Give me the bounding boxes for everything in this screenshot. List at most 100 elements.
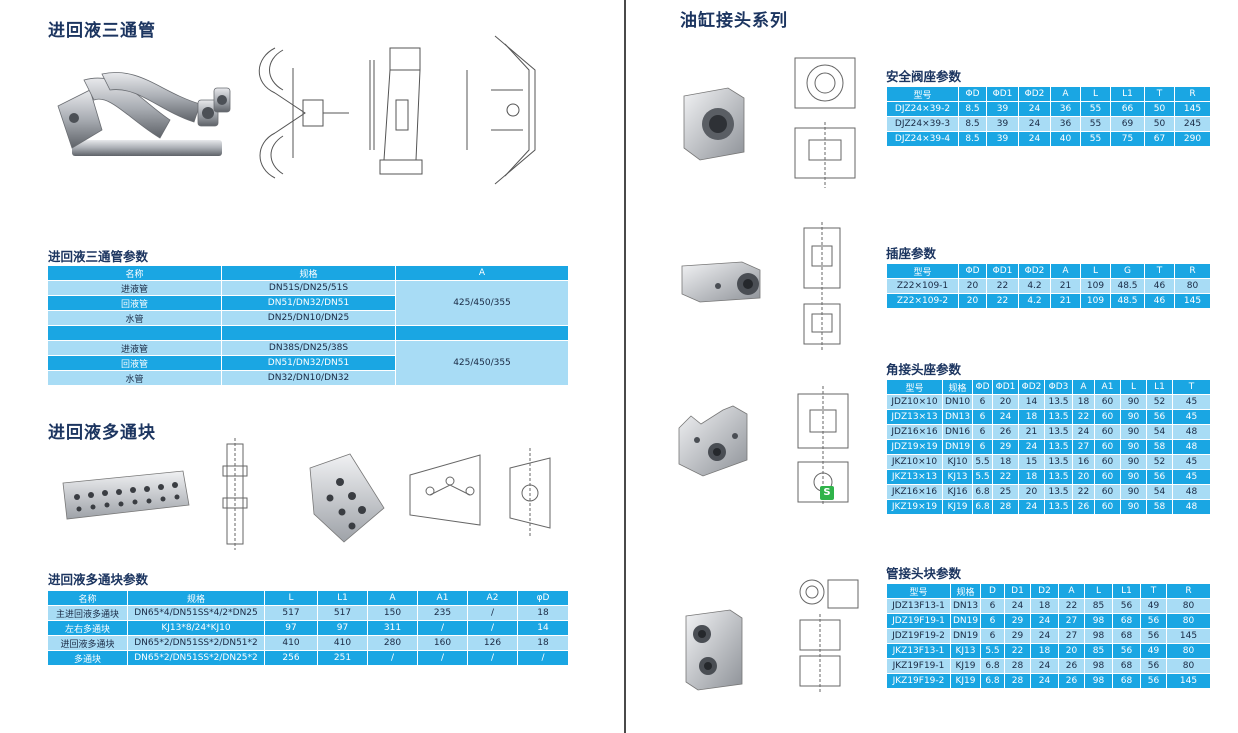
table-header-cell: T xyxy=(1144,86,1175,102)
table-cell: 22 xyxy=(1072,484,1095,500)
table-cell: 5.5 xyxy=(972,454,993,470)
table-header-cell: L xyxy=(1120,379,1147,395)
table-header-cell: D2 xyxy=(1030,583,1059,599)
table-cell: 97 xyxy=(264,620,318,636)
table-cell: 150 xyxy=(367,605,418,621)
table-header-cell: L1 xyxy=(1110,86,1145,102)
table-cell: 8.5 xyxy=(958,131,987,147)
table-header-cell: A xyxy=(1072,379,1095,395)
table-header-cell: D1 xyxy=(1004,583,1031,599)
table-cell: DN65*2/DN51SS*2/DN51*2 xyxy=(127,635,265,651)
table-cell: 60 xyxy=(1094,499,1121,515)
table-cell: DN13 xyxy=(942,409,973,425)
table-cell: 58 xyxy=(1146,499,1173,515)
table-cell: 80 xyxy=(1166,613,1211,629)
table-cell: / xyxy=(467,650,518,666)
table-cell: JKZ19F19-1 xyxy=(886,658,951,674)
table-cell: 18 xyxy=(1018,469,1045,485)
table-cell: 24 xyxy=(1018,131,1051,147)
table-header-cell: ΦD2 xyxy=(1018,86,1051,102)
table-cell: 13.5 xyxy=(1044,439,1073,455)
angled-block-drawing-1 xyxy=(409,454,481,526)
tee-pipe-photo xyxy=(57,72,231,156)
table-cell: 15 xyxy=(1018,454,1045,470)
table-cell: 40 xyxy=(1050,131,1081,147)
table-cell: 55 xyxy=(1080,101,1111,117)
table-cell: 左右多通块 xyxy=(47,620,128,636)
table-header-cell: L xyxy=(1080,263,1111,279)
table-cell: JDZ13F13-1 xyxy=(886,598,951,614)
table-cell: 68 xyxy=(1112,658,1141,674)
table-header-cell: A xyxy=(1050,263,1081,279)
table-header-cell: 规格 xyxy=(950,583,981,599)
table-cell: 67 xyxy=(1144,131,1175,147)
table-cell: 5.5 xyxy=(980,643,1005,659)
table-cell: 20 xyxy=(1072,469,1095,485)
table-cell: 45 xyxy=(1172,469,1211,485)
table-cell: JDZ19F19-1 xyxy=(886,613,951,629)
socket-param-title: 插座参数 xyxy=(886,246,937,261)
table-cell: KJ13 xyxy=(942,469,973,485)
table-cell: JDZ13×13 xyxy=(886,409,943,425)
table-cell: 18 xyxy=(517,605,569,621)
table-cell: 22 xyxy=(1058,598,1085,614)
table-cell: 56 xyxy=(1146,409,1173,425)
table-cell: 54 xyxy=(1146,424,1173,440)
table-cell: 5.5 xyxy=(972,469,993,485)
table-cell: 8.5 xyxy=(958,116,987,132)
table-cell: 46 xyxy=(1144,293,1175,309)
table-cell: 14 xyxy=(1018,394,1045,410)
table-row: 回液管 DN51/DN32/DN51 xyxy=(47,355,569,371)
table-cell: 27 xyxy=(1058,628,1085,644)
table-cell: 6.8 xyxy=(980,658,1005,674)
table-cell: 29 xyxy=(1004,613,1031,629)
table-cell: 主进回液多通块 xyxy=(47,605,128,621)
table-row: 进液管 DN38S/DN25/38S 425/450/355 xyxy=(47,340,569,386)
table-cell: 24 xyxy=(1004,598,1031,614)
tee-section-title: 进回液三通管 xyxy=(48,21,156,41)
table-cell: 48 xyxy=(1172,424,1211,440)
table-cell: 4.2 xyxy=(1018,278,1051,294)
table-cell: 98 xyxy=(1084,628,1113,644)
table-cell: 311 xyxy=(367,620,418,636)
table-cell: DJZ24×39-3 xyxy=(886,116,959,132)
table-cell: 36 xyxy=(1050,116,1081,132)
table-header-cell: R xyxy=(1166,583,1211,599)
table-cell: 49 xyxy=(1140,598,1167,614)
table-cell: 109 xyxy=(1080,293,1111,309)
table-cell: DN51/DN32/DN51 xyxy=(221,295,396,311)
table-cell: 256 xyxy=(264,650,318,666)
table-cell: 56 xyxy=(1112,598,1141,614)
angled-block-photo xyxy=(309,453,385,543)
table-header-cell: ΦD2 xyxy=(1018,263,1051,279)
table-cell: 13.5 xyxy=(1044,424,1073,440)
table-cell: JDZ19F19-2 xyxy=(886,628,951,644)
table-cell: 56 xyxy=(1140,673,1167,689)
table-cell: 24 xyxy=(992,409,1019,425)
table-cell: 60 xyxy=(1094,484,1121,500)
table-cell: 290 xyxy=(1174,131,1211,147)
table-cell: 54 xyxy=(1146,484,1173,500)
table-cell: 18 xyxy=(1072,394,1095,410)
table-cell: 52 xyxy=(1146,454,1173,470)
table-cell: 13.5 xyxy=(1044,484,1073,500)
table-cell: 25 xyxy=(992,484,1019,500)
table-cell: 69 xyxy=(1110,116,1145,132)
table-header-cell: 型号 xyxy=(886,379,943,395)
table-row: 回液管 DN51/DN32/DN51 xyxy=(47,295,569,311)
table-cell: 多通块 xyxy=(47,650,128,666)
table-cell: 80 xyxy=(1166,598,1211,614)
table-header-cell: ΦD1 xyxy=(986,263,1019,279)
table-cell: 18 xyxy=(1030,643,1059,659)
table-cell: JKZ10×10 xyxy=(886,454,943,470)
table-header-cell: L1 xyxy=(1112,583,1141,599)
angle-param-title: 角接头座参数 xyxy=(886,362,962,377)
table-cell: 8.5 xyxy=(958,101,987,117)
